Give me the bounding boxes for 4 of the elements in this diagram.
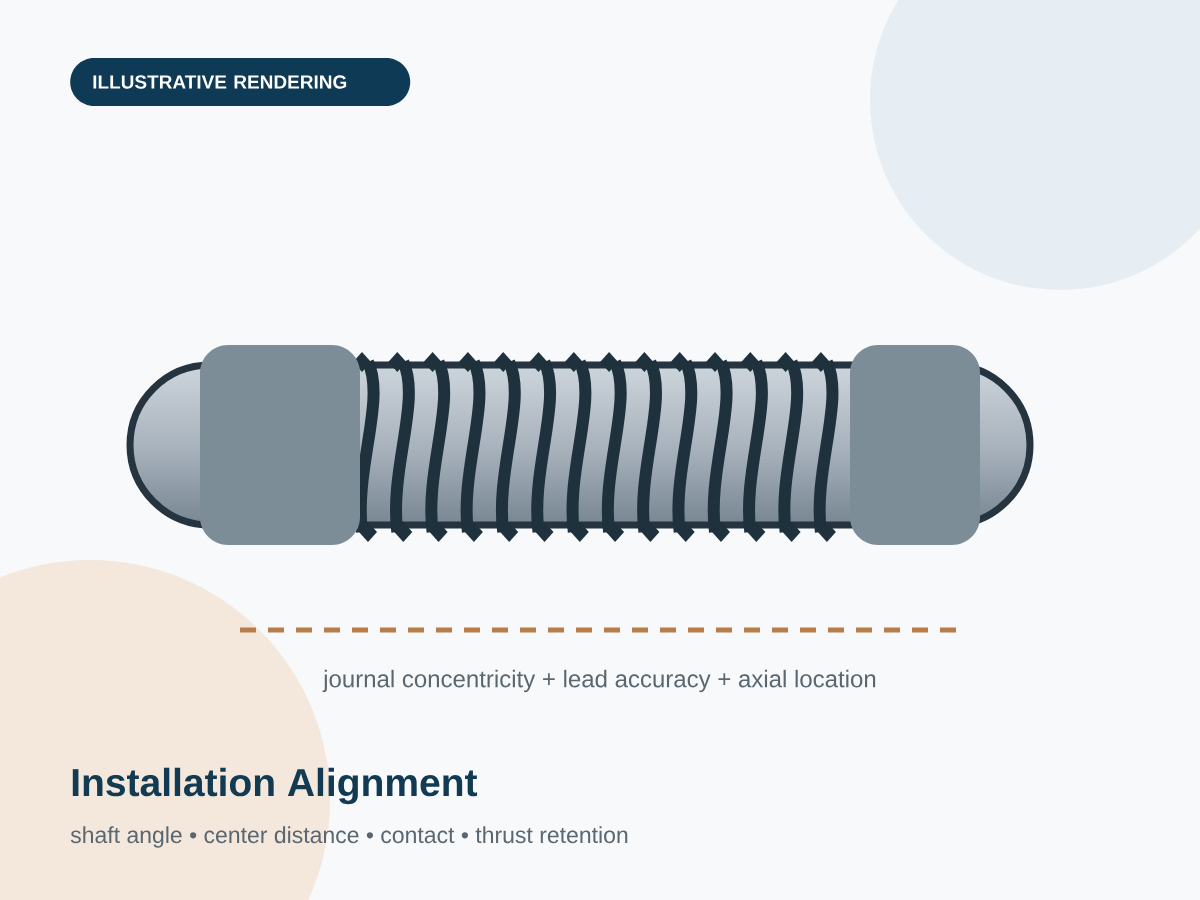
note-text: journal concentricity + lead accuracy + axial location [322, 669, 876, 693]
subtitle: shaft angle • center distance • contact • thrust retention [70, 826, 628, 848]
title: Installation Alignment [72, 767, 478, 805]
badge: ILLUSTRATIVE RENDERING [70, 58, 411, 106]
